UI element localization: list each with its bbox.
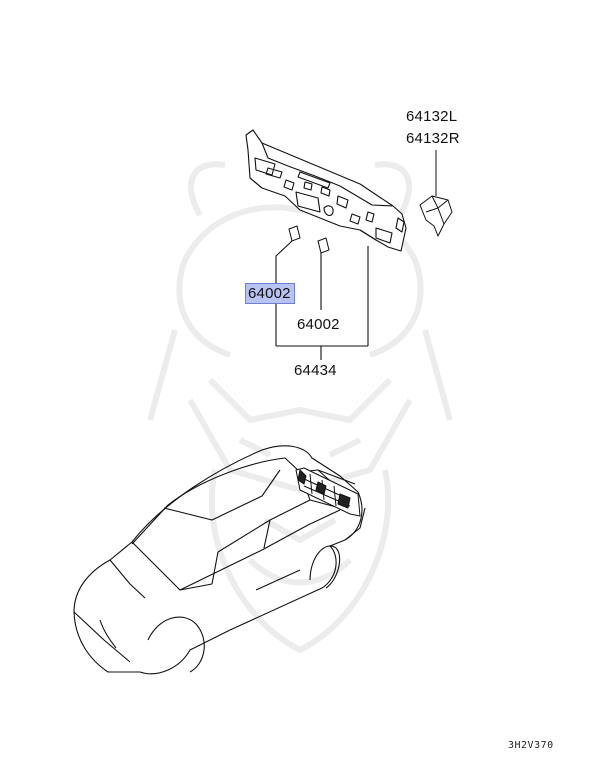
callout-panel-assembly[interactable]: 64434 [294, 362, 337, 379]
vehicle-rear-panel-highlight [295, 467, 361, 517]
bracket-part [419, 150, 453, 237]
rear-end-panel [245, 129, 407, 252]
callout-clip[interactable]: 64002 [297, 316, 340, 333]
callout-bracket-left[interactable]: 64132L [406, 108, 458, 125]
callout-bracket-right[interactable]: 64132R [406, 130, 460, 147]
drawing-code: 3H2V370 [508, 740, 554, 751]
leader-lines [275, 240, 369, 360]
clip-parts [288, 225, 330, 254]
callout-clip-highlighted[interactable]: 64002 [245, 283, 295, 304]
